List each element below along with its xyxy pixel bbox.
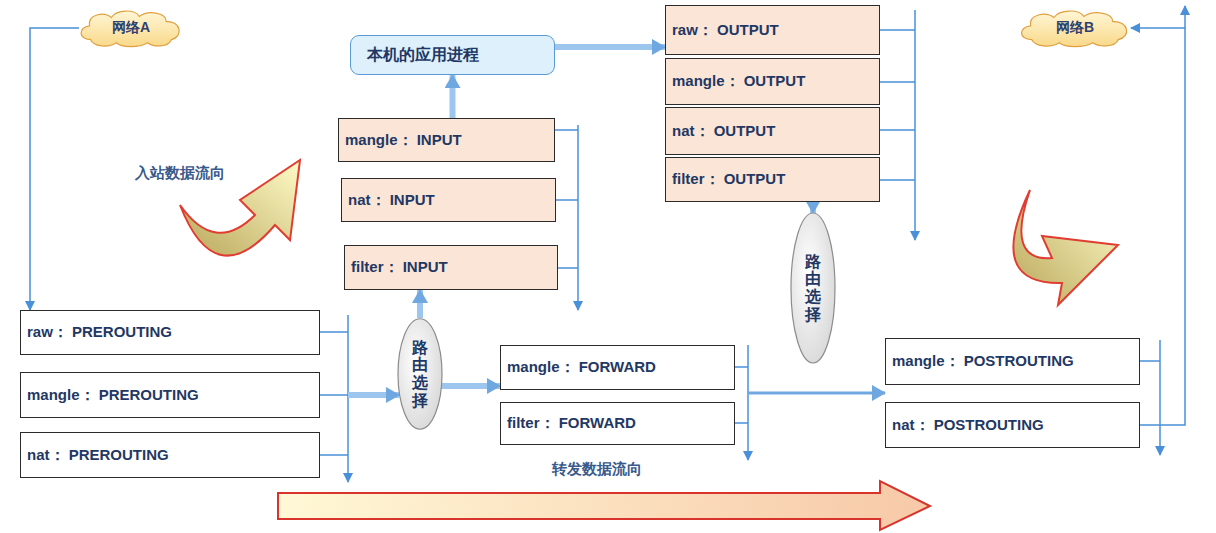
node-text: filter： INPUT: [351, 258, 448, 277]
node-text: nat： OUTPUT: [672, 122, 775, 141]
app-process-box: 本机的应用进程: [350, 35, 555, 75]
node-text: nat： INPUT: [348, 191, 435, 210]
node-text: mangle： INPUT: [345, 131, 462, 150]
flow-connector: [348, 392, 399, 398]
routing-ellipse: 路由选择: [397, 318, 443, 430]
cloud-node: 网络A: [75, 8, 187, 48]
chain-box: mangle： PREROUTING: [20, 372, 320, 418]
node-text: 网络B: [1056, 19, 1094, 37]
flow-connector: [417, 290, 423, 318]
flow-connector: [748, 392, 885, 395]
node-text: mangle： FORWARD: [507, 358, 656, 377]
chain-box: nat： INPUT: [341, 178, 556, 222]
node-text: raw： PREROUTING: [27, 323, 172, 342]
flow-label: 入站数据流向: [135, 164, 225, 183]
chain-box: mangle： FORWARD: [500, 345, 735, 390]
node-text: 路由选择: [412, 339, 428, 409]
node-text: mangle： POSTROUTING: [892, 352, 1074, 371]
chain-box: filter： FORWARD: [500, 402, 735, 445]
flow-connector: [450, 75, 456, 118]
flow-connector: [555, 44, 665, 50]
outbound-curved-arrow: [1013, 190, 1118, 305]
node-text: raw： OUTPUT: [672, 21, 779, 40]
node-text: nat： PREROUTING: [27, 446, 169, 465]
node-text: 路由选择: [805, 253, 821, 323]
node-text: 网络A: [112, 19, 150, 37]
node-text: filter： OUTPUT: [672, 170, 785, 189]
chain-box: mangle： INPUT: [338, 118, 555, 162]
chain-box: mangle： POSTROUTING: [885, 338, 1140, 385]
chain-box: raw： PREROUTING: [20, 310, 320, 355]
node-text: filter： FORWARD: [507, 414, 636, 433]
flow-label: 转发数据流向: [552, 460, 642, 479]
chain-box: filter： OUTPUT: [665, 157, 880, 202]
node-text: 本机的应用进程: [367, 45, 479, 66]
flow-connector: [810, 202, 816, 213]
node-text: mangle： OUTPUT: [672, 72, 805, 91]
flow-connector: [441, 383, 500, 389]
chain-box: nat： PREROUTING: [20, 432, 320, 478]
forward-flow-arrow: [278, 481, 930, 530]
flow-connector: [30, 28, 79, 310]
node-text: mangle： PREROUTING: [27, 386, 199, 405]
chain-box: raw： OUTPUT: [665, 5, 880, 55]
node-text: nat： POSTROUTING: [892, 416, 1044, 435]
bracket-lines: [320, 6, 1185, 482]
routing-ellipse: 路由选择: [790, 212, 836, 364]
chain-box: mangle： OUTPUT: [665, 58, 880, 105]
chain-box: filter： INPUT: [344, 245, 558, 290]
cloud-node: 网络B: [1015, 8, 1135, 48]
chain-box: nat： OUTPUT: [665, 107, 880, 155]
chain-box: nat： POSTROUTING: [885, 402, 1140, 448]
